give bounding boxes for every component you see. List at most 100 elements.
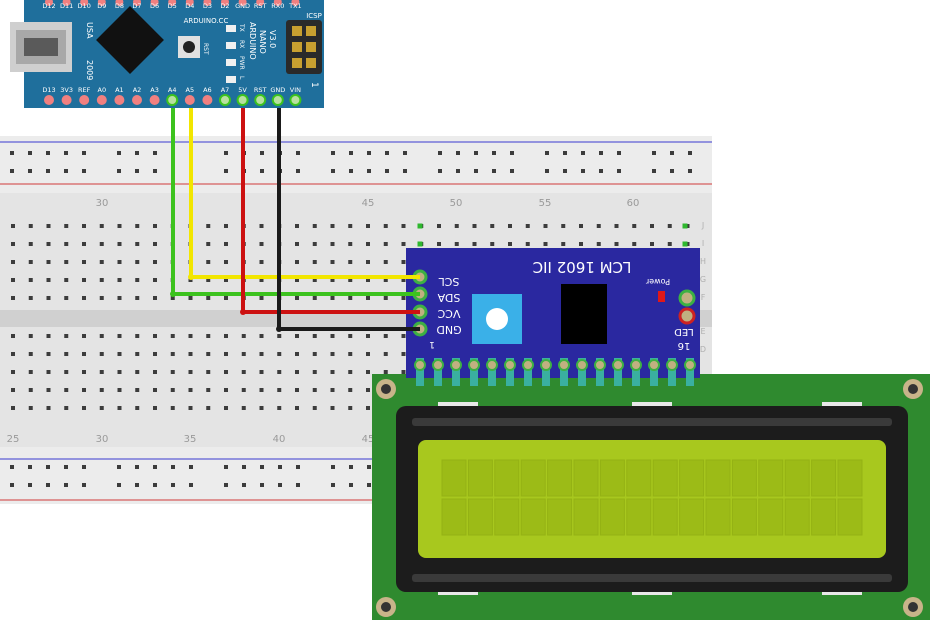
pin-label: D4 [185,2,194,10]
pin-bottom-a1[interactable] [114,95,125,105]
breadboard-hole [64,260,69,264]
pin-top-d8[interactable] [115,0,124,6]
breadboard-hole [312,260,317,264]
pin-label: A0 [98,86,107,94]
bezel-tab [822,402,862,406]
rail-hole [153,151,157,155]
breadboard-hole [117,242,122,246]
lcd-header-pad [468,359,480,371]
pin-label: D6 [150,2,159,10]
pin-bottom-a5[interactable] [184,95,195,105]
lcd-char-cell [837,498,863,536]
rail-hole [189,483,193,487]
breadboard-hole [224,334,228,338]
pin-bottom-a7[interactable] [219,94,231,106]
mount-hole-center [908,602,918,612]
breadboard-hole [295,352,299,356]
power-led [658,291,665,302]
pin-label: D7 [132,2,141,10]
breadboard-hole [259,224,264,228]
rail-hole [28,169,32,173]
pin-label: REF [78,86,91,94]
pin-bottom-a6[interactable] [202,95,213,105]
breadboard-hole [82,296,86,300]
breadboard-hole [543,242,548,246]
breadboard-hole [224,352,228,356]
breadboard-hole [490,224,495,228]
year-label: 2009 [85,60,94,80]
pin-top-rx0[interactable] [273,0,282,6]
led-label-tx: TX [238,23,245,32]
breadboard-hole [650,242,654,246]
lcd-char-cell [731,459,757,497]
breadboard-hole [224,388,228,392]
rail-hole [331,169,335,173]
lcd-char-cell [441,459,467,497]
breadboard-hole [579,242,583,246]
pin-top-d12[interactable] [45,0,53,6]
pin-top-d3[interactable] [203,0,212,6]
pin-top-d2[interactable] [221,0,229,6]
pin-bottom-ref[interactable] [79,95,90,105]
rail-hole [688,169,692,173]
led-label-l: L [238,76,245,80]
led-label-rx: RX [238,40,245,48]
lcd-header-pin [560,358,568,386]
pin-top-d6[interactable] [150,0,159,6]
breadboard-hole [11,406,15,410]
pin-bottom-a0[interactable] [96,95,107,105]
breadboard-hole [259,406,264,410]
pin-bottom-5v[interactable] [236,94,249,106]
lcd-header-pins [414,358,696,386]
pin-bottom-vin[interactable] [289,94,302,106]
breadboard-hole [153,260,157,264]
pin-top-rst[interactable] [256,0,265,6]
pin-top-tx1[interactable] [291,0,300,6]
rail-hole [563,169,567,173]
pin-top-d9[interactable] [97,0,106,6]
rail-hole [46,151,50,155]
rail-hole [64,169,68,173]
wires [170,96,420,332]
pin-bottom-a2[interactable] [132,95,142,105]
breadboard-hole [28,224,33,228]
pin-top-d10[interactable] [80,0,89,6]
pin-label: 3V3 [60,86,73,94]
breadboard-hole [28,406,33,410]
lcd-char-cell [441,498,467,536]
breadboard-hole [596,242,601,246]
pin-bottom-d13[interactable] [44,95,54,105]
pin-top-d5[interactable] [168,0,177,6]
pin-top-d4[interactable] [185,0,194,6]
lcd-char-cell [784,498,810,536]
breadboard-hole [153,278,157,282]
rail-hole [64,151,68,155]
pin-bottom-gnd[interactable] [271,94,284,106]
pin-top-gnd[interactable] [238,0,247,6]
icsp-pin [292,26,302,36]
breadboard-hole [153,352,157,356]
pin-label: D11 [60,2,73,10]
breadboard-hole [224,278,228,282]
pin-top-d7[interactable] [133,0,141,6]
breadboard-hole [596,224,601,228]
rail-hole [171,483,175,487]
lcd-header-pin [542,358,550,386]
breadboard-hole [383,224,388,228]
pin-bottom-a4[interactable] [166,94,179,106]
lcd-1602-module [372,374,930,620]
arduino-nano: USA 2009 RST ARDUINO.CC TX RX PWR L ARDU… [10,0,324,108]
rail-hole [153,465,157,469]
breadboard-hole [348,370,353,374]
lcd-char-cell [599,498,625,536]
breadboard-hole [437,224,441,228]
pin-label: D3 [203,2,212,10]
pin-bottom-3v3[interactable] [61,95,72,105]
row-letter: J [701,221,704,230]
pin-bottom-rst[interactable] [254,94,267,106]
lcd-header-pin [686,358,694,386]
lcd-char-cell [679,459,705,497]
reset-button[interactable] [183,41,195,53]
pin-bottom-a3[interactable] [149,95,160,105]
pin-top-d11[interactable] [62,0,71,6]
